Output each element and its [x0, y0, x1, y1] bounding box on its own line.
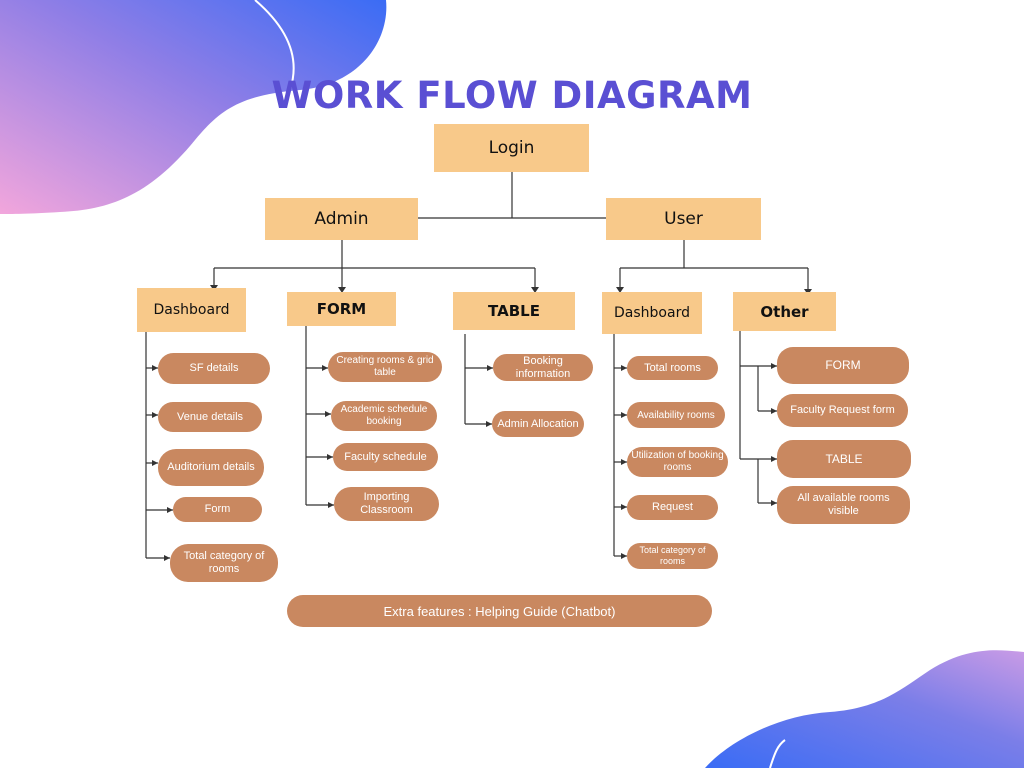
admin-node: Admin — [265, 198, 418, 240]
user-other-node: Other — [733, 292, 836, 331]
admin-table-node: TABLE — [453, 292, 575, 330]
admin-table-item: Booking information — [493, 354, 593, 381]
user-other-item: TABLE — [777, 440, 911, 478]
user-node: User — [606, 198, 761, 240]
login-node: Login — [434, 124, 589, 172]
admin-dashboard-item: Auditorium details — [158, 449, 264, 486]
top-left-decor-blob — [0, 0, 387, 214]
user-dashboard-node: Dashboard — [602, 292, 702, 334]
top-left-decor-curve — [254, 0, 295, 91]
user-other-item: Faculty Request form — [777, 394, 908, 427]
admin-dashboard-item: Form — [173, 497, 262, 522]
page-title: WORK FLOW DIAGRAM — [271, 74, 753, 117]
extra-features-banner: Extra features : Helping Guide (Chatbot) — [287, 595, 712, 627]
user-dashboard-item: Availability rooms — [627, 402, 725, 428]
connector-lines — [145, 172, 809, 559]
admin-dashboard-item: Venue details — [158, 402, 262, 432]
admin-form-item: Creating rooms & grid table — [328, 352, 442, 382]
admin-form-node: FORM — [287, 292, 396, 326]
admin-form-item: Importing Classroom — [334, 487, 439, 521]
user-dashboard-item: Utilization of booking rooms — [627, 447, 728, 477]
user-other-item: All available rooms visible — [777, 486, 910, 524]
user-dashboard-item: Request — [627, 495, 718, 520]
user-dashboard-item: Total category of rooms — [627, 543, 718, 569]
user-dashboard-item: Total rooms — [627, 356, 718, 380]
admin-dashboard-item: Total category of rooms — [170, 544, 278, 582]
admin-dashboard-node: Dashboard — [137, 288, 246, 332]
admin-table-item: Admin Allocation — [492, 411, 584, 437]
admin-dashboard-item: SF details — [158, 353, 270, 384]
admin-form-item: Faculty schedule — [333, 443, 438, 471]
user-other-item: FORM — [777, 347, 909, 384]
bottom-right-decor-curve — [769, 739, 786, 768]
bottom-right-decor-blob — [705, 650, 1024, 768]
admin-form-item: Academic schedule booking — [331, 401, 437, 431]
